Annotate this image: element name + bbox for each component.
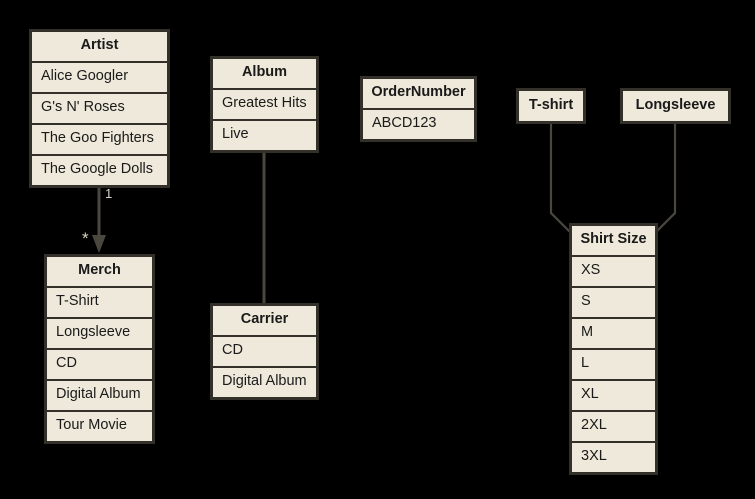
entity-merch-header: Merch [46,256,153,287]
edge-longsleeve-shirtsize [655,119,677,233]
entity-artist-header: Artist [31,31,168,62]
entity-shirt-size[interactable]: Shirt Size XS S M L XL 2XL 3XL [569,223,658,475]
edge-artist-merch [92,184,106,253]
entity-carrier-row-1[interactable]: Digital Album [212,367,317,398]
entity-album[interactable]: Album Greatest Hits Live [210,56,319,153]
entity-tshirt-header: T-shirt [518,90,584,122]
entity-shirt-size-row-5[interactable]: 2XL [571,411,656,442]
entity-shirt-size-row-2[interactable]: M [571,318,656,349]
entity-shirt-size-row-1[interactable]: S [571,287,656,318]
entity-order-number[interactable]: OrderNumber ABCD123 [360,76,477,142]
entity-order-number-row-0[interactable]: ABCD123 [362,109,475,140]
entity-tshirt[interactable]: T-shirt [516,88,586,124]
entity-merch[interactable]: Merch T-Shirt Longsleeve CD Digital Albu… [44,254,155,444]
entity-order-number-header: OrderNumber [362,78,475,109]
entity-carrier-header: Carrier [212,305,317,336]
entity-artist[interactable]: Artist Alice Googler G's N' Roses The Go… [29,29,170,188]
entity-shirt-size-row-4[interactable]: XL [571,380,656,411]
entity-merch-row-3[interactable]: Digital Album [46,380,153,411]
entity-artist-row-0[interactable]: Alice Googler [31,62,168,93]
entity-shirt-size-row-0[interactable]: XS [571,256,656,287]
entity-artist-row-2[interactable]: The Goo Fighters [31,124,168,155]
edge-label-artist-one: 1 [105,186,113,201]
entity-merch-row-2[interactable]: CD [46,349,153,380]
edge-label-merch-many: * [82,229,89,248]
entity-album-header: Album [212,58,317,89]
entity-album-row-1[interactable]: Live [212,120,317,151]
entity-carrier[interactable]: Carrier CD Digital Album [210,303,319,400]
entity-merch-row-0[interactable]: T-Shirt [46,287,153,318]
entity-shirt-size-header: Shirt Size [571,225,656,256]
entity-merch-row-1[interactable]: Longsleeve [46,318,153,349]
entity-shirt-size-row-3[interactable]: L [571,349,656,380]
edge-tshirt-shirtsize [549,119,571,233]
entity-artist-row-3[interactable]: The Google Dolls [31,155,168,186]
entity-carrier-row-0[interactable]: CD [212,336,317,367]
entity-longsleeve[interactable]: Longsleeve [620,88,731,124]
entity-shirt-size-row-6[interactable]: 3XL [571,442,656,473]
entity-artist-row-1[interactable]: G's N' Roses [31,93,168,124]
entity-album-row-0[interactable]: Greatest Hits [212,89,317,120]
entity-longsleeve-header: Longsleeve [622,90,729,122]
entity-merch-row-4[interactable]: Tour Movie [46,411,153,442]
